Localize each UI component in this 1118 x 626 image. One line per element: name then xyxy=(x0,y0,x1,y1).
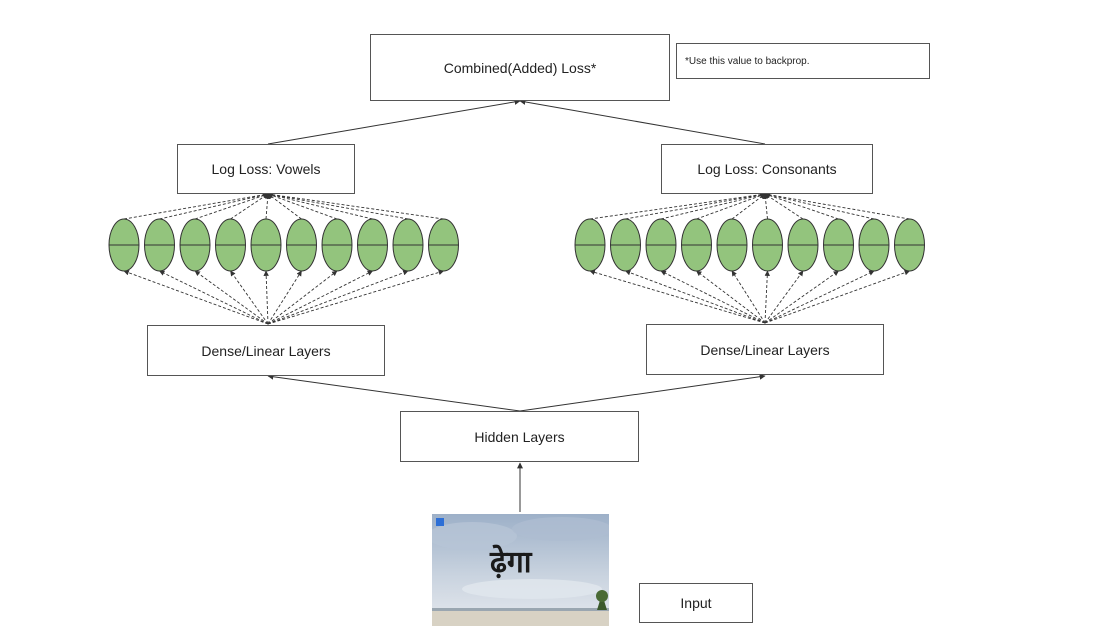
dense-layers-right-label: Dense/Linear Layers xyxy=(700,341,830,358)
dashed-connection-to-loss xyxy=(764,193,804,220)
dashed-connection-from-dense xyxy=(696,270,766,324)
dashed-connection-to-loss xyxy=(764,193,839,220)
dashed-connection-from-dense xyxy=(764,270,804,324)
dashed-connection-from-dense xyxy=(764,270,839,324)
log-loss-consonants-label: Log Loss: Consonants xyxy=(697,161,837,177)
arrow-hidden-to-dense-right xyxy=(519,373,766,412)
dashed-connection-from-dense xyxy=(123,270,269,325)
dashed-connection-from-dense xyxy=(731,270,766,324)
dashed-connection-from-dense xyxy=(267,270,373,325)
neuron-layer-right xyxy=(574,192,925,324)
dashed-connection-from-dense xyxy=(764,270,770,324)
arrow-hidden-to-dense-left xyxy=(267,373,521,412)
dashed-connection-to-loss xyxy=(264,193,271,220)
dashed-connection-to-loss xyxy=(194,193,269,220)
dense-layers-left-label: Dense/Linear Layers xyxy=(201,342,331,359)
backprop-note-box: *Use this value to backprop. xyxy=(676,43,930,79)
dashed-connection-from-dense xyxy=(267,270,409,325)
dashed-connection-from-dense xyxy=(764,270,911,324)
dashed-connection-from-dense xyxy=(589,269,766,324)
dashed-connection-from-dense xyxy=(764,270,875,324)
input-box: Input xyxy=(639,583,753,623)
dashed-connection-from-dense xyxy=(194,270,269,325)
neuron-layer-left xyxy=(108,192,459,325)
combined-loss-box: Combined(Added) Loss* xyxy=(370,34,670,101)
dashed-connection-to-loss xyxy=(625,192,766,220)
dashed-connection-to-loss xyxy=(230,193,269,220)
dashed-connection-to-loss xyxy=(589,192,766,220)
dashed-connection-to-loss xyxy=(267,192,373,220)
arrow-vowels-to-loss xyxy=(267,98,521,145)
dashed-connection-to-loss xyxy=(267,193,302,220)
dashed-connection-to-loss xyxy=(123,192,269,220)
dashed-connection-to-loss xyxy=(762,193,769,220)
hidden-layers-box: Hidden Layers xyxy=(400,411,639,462)
dashed-connection-to-loss xyxy=(660,192,766,220)
arrow-consonants-to-loss xyxy=(519,98,766,145)
dashed-connection-from-dense xyxy=(267,270,338,325)
dashed-connection-from-dense xyxy=(267,270,302,325)
hidden-layers-label: Hidden Layers xyxy=(474,428,565,445)
dashed-connection-from-dense xyxy=(159,270,269,325)
dashed-connection-from-dense xyxy=(660,270,766,324)
dashed-connection-to-loss xyxy=(267,192,444,220)
log-loss-vowels-label: Log Loss: Vowels xyxy=(211,161,321,177)
dashed-connection-to-loss xyxy=(267,192,409,220)
log-loss-vowels-box: Log Loss: Vowels xyxy=(177,144,355,194)
input-label: Input xyxy=(680,595,712,611)
input-sample-image: ढ़ेगा xyxy=(432,514,609,626)
dashed-connection-from-dense xyxy=(263,270,269,325)
dashed-connection-to-loss xyxy=(267,193,338,220)
input-image-text: ढ़ेगा xyxy=(489,544,533,580)
dashed-connection-to-loss xyxy=(731,193,766,220)
dashed-connection-to-loss xyxy=(696,193,766,220)
log-loss-consonants-box: Log Loss: Consonants xyxy=(661,144,873,194)
dashed-connection-to-loss xyxy=(764,192,875,220)
dashed-connection-from-dense xyxy=(624,270,766,324)
dashed-connection-to-loss xyxy=(764,192,910,220)
dashed-connection-from-dense xyxy=(230,270,269,325)
combined-loss-label: Combined(Added) Loss* xyxy=(443,59,597,76)
backprop-note-label: *Use this value to backprop. xyxy=(685,55,810,67)
dense-layers-right-box: Dense/Linear Layers xyxy=(646,324,884,375)
dashed-connection-to-loss xyxy=(159,192,269,220)
dense-layers-left-box: Dense/Linear Layers xyxy=(147,325,385,376)
dashed-connection-from-dense xyxy=(267,269,445,325)
